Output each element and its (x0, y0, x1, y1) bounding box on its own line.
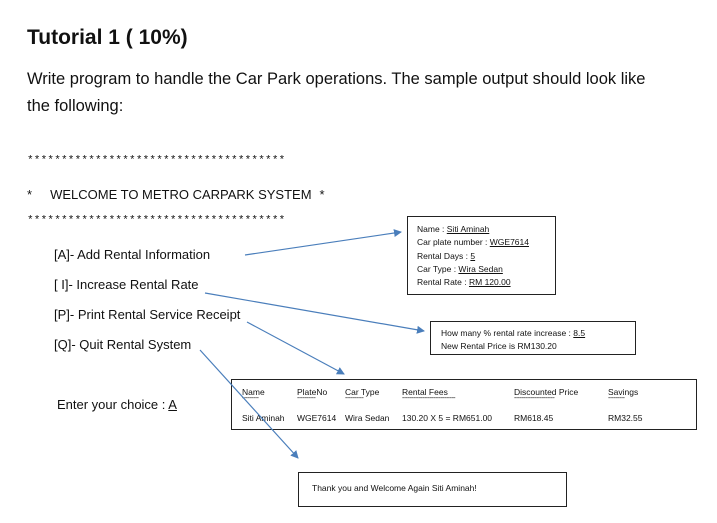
header-savings: Savings (608, 387, 639, 397)
rental-type-line: Car Type : Wira Sedan (417, 263, 555, 276)
rate-label: Rental Rate : (417, 277, 469, 288)
header-discounted: Discounted Price (514, 387, 579, 397)
header-fees: Rental Fees (402, 387, 448, 397)
intro-paragraph: Write program to handle the Car Park ope… (27, 70, 646, 115)
welcome-star-left: * (27, 187, 33, 202)
menu-item-quit: [Q]- Quit Rental System (54, 337, 192, 352)
menu-item-print: [P]- Print Rental Service Receipt (54, 307, 241, 322)
header-cartype: Car Type (345, 387, 380, 397)
dash-name: --------- (242, 395, 259, 402)
name-value: Siti Aminah (446, 224, 490, 234)
days-label: Rental Days : (417, 250, 471, 261)
welcome-banner: * WELCOME TO METRO CARPARK SYSTEM * (27, 187, 325, 202)
rental-name-line: Name : Siti Aminah (417, 223, 555, 236)
receipt-box: Name PlateNo Car Type Rental Fees Discou… (231, 379, 697, 430)
increase-question: How many % rental rate increase : (441, 328, 574, 338)
row-name: Siti Aminah (242, 413, 285, 423)
row-fees: 130.20 X 5 = RM651.00 (402, 413, 493, 423)
rental-days-line: Rental Days : 5 (417, 250, 555, 263)
dash-discounted: ---------------------- (514, 395, 555, 402)
dash-plate: ---------- (297, 395, 316, 402)
type-value: Wira Sedan (458, 263, 503, 274)
rental-info-box: Name : Siti Aminah Car plate number : WG… (407, 216, 556, 295)
menu-item-increase: [ I]- Increase Rental Rate (54, 277, 199, 292)
choice-value: A (168, 397, 177, 412)
plate-label: Car plate number : (417, 237, 490, 248)
arrow-print-to-receipt (246, 321, 345, 375)
choice-prompt: Enter your choice : A (57, 397, 177, 412)
arrow-add-to-info (244, 229, 402, 256)
stars-line-bottom: ************************************** (27, 215, 286, 227)
row-plate: WGE7614 (297, 413, 337, 423)
increase-info-box: How many % rental rate increase : 8.5 Ne… (430, 321, 636, 355)
increase-answer: 8.5 (573, 328, 586, 338)
plate-value: WGE7614 (489, 237, 529, 248)
tutorial-title: Tutorial 1 ( 10%) (27, 26, 188, 49)
rental-rate-line: Rental Rate : RM 120.00 (417, 276, 555, 289)
choice-label: Enter your choice : (57, 397, 169, 412)
row-savings: RM32.55 (608, 413, 643, 423)
increase-question-line: How many % rental rate increase : 8.5 (441, 327, 635, 340)
header-plate: PlateNo (297, 387, 328, 397)
row-cartype: Wira Sedan (345, 413, 390, 423)
rate-value: RM 120.00 (468, 277, 511, 288)
dash-savings: --------- (608, 395, 625, 402)
dash-fees: ----------------------------- (402, 395, 456, 402)
menu-item-add: [A]- Add Rental Information (54, 247, 211, 262)
thanks-box: Thank you and Welcome Again Siti Aminah! (298, 472, 567, 507)
type-label: Car Type : (417, 263, 459, 274)
welcome-star-right: * (319, 187, 325, 202)
name-label: Name : (417, 224, 447, 234)
dash-cartype: ---------- (345, 395, 364, 402)
thanks-text: Thank you and Welcome Again Siti Aminah! (312, 483, 477, 493)
stars-line-top: ************************************** (27, 155, 286, 167)
welcome-text: WELCOME TO METRO CARPARK SYSTEM (50, 187, 312, 202)
rental-plate-line: Car plate number : WGE7614 (417, 236, 555, 249)
row-discounted: RM618.45 (514, 413, 554, 423)
increase-result-line: New Rental Price is RM130.20 (441, 341, 557, 351)
days-value: 5 (470, 250, 476, 261)
